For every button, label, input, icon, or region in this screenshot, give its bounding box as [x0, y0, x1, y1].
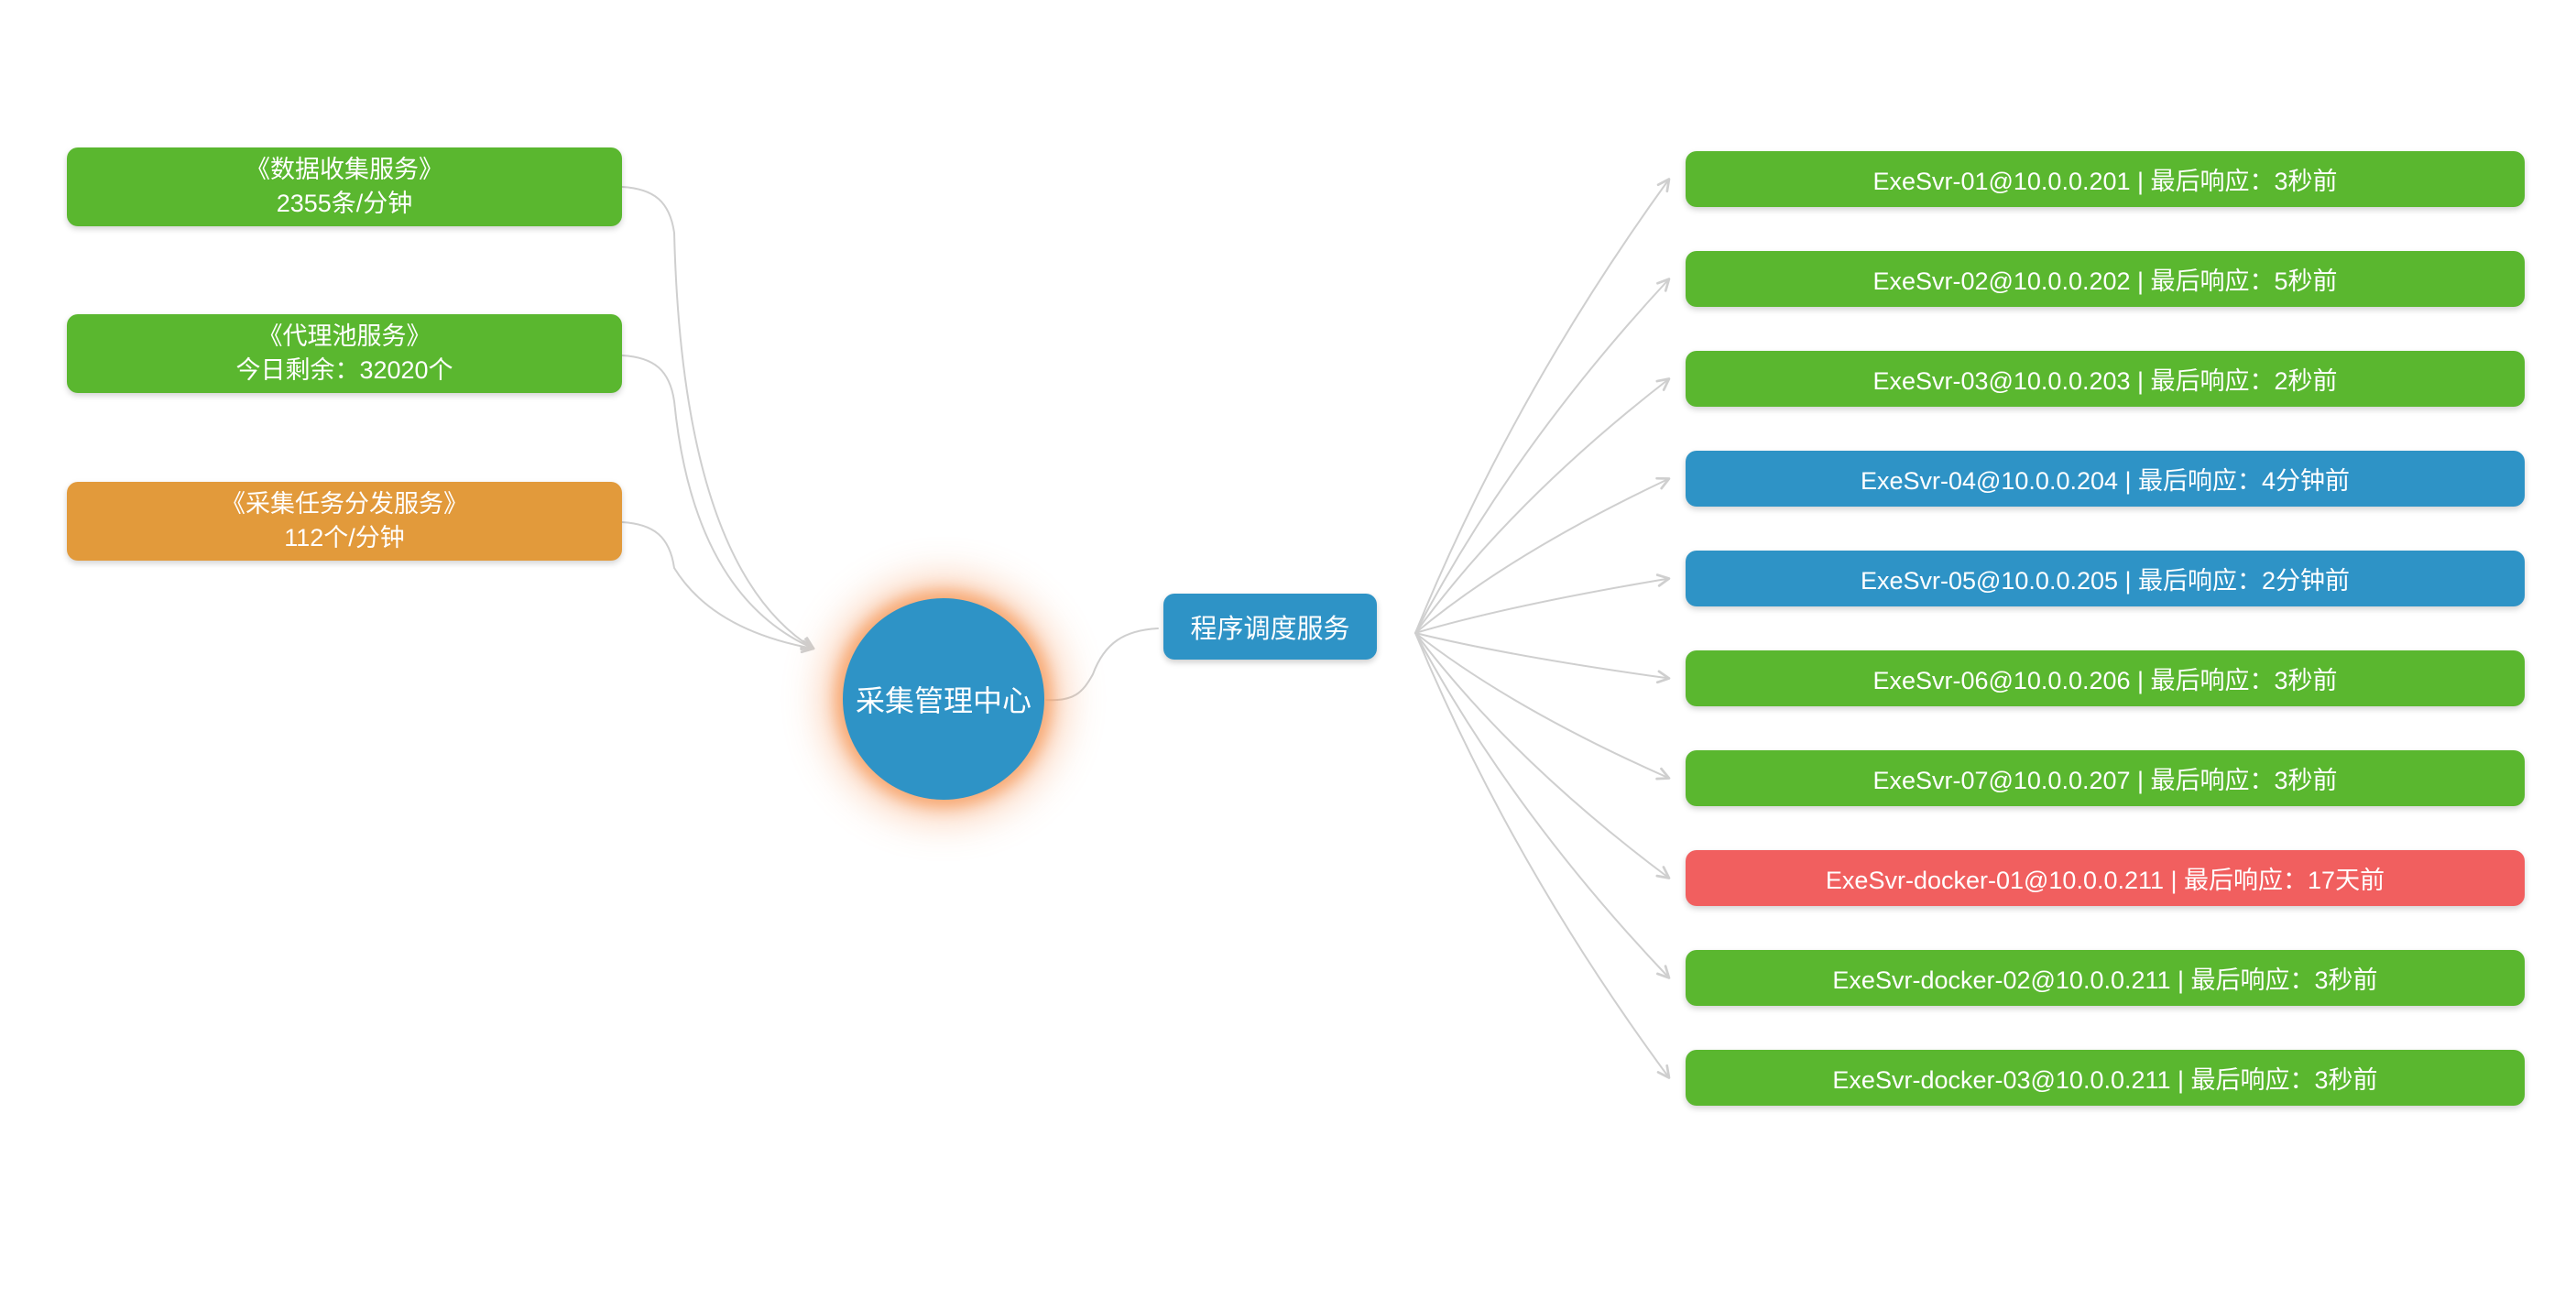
connector-edge — [1414, 278, 1671, 634]
scheduler-node-label: 程序调度服务 — [1190, 615, 1350, 644]
service-detail: 今日剩余：32020个 — [235, 356, 453, 384]
service-detail: 2355条/分钟 — [276, 190, 413, 217]
service-title: 《采集任务分发服务》 — [221, 490, 468, 518]
center-node[interactable]: 采集管理中心 — [843, 598, 1044, 800]
server-node-label: ExeSvr-06@10.0.0.206 | 最后响应：3秒前 — [1872, 667, 2338, 694]
server-node[interactable]: ExeSvr-03@10.0.0.203 | 最后响应：2秒前 — [1686, 351, 2525, 407]
connector-edge — [1414, 573, 1671, 634]
connector-edge — [1414, 632, 1671, 1079]
server-node-label: ExeSvr-04@10.0.0.204 | 最后响应：4分钟前 — [1860, 467, 2351, 495]
server-node[interactable]: ExeSvr-docker-02@10.0.0.211 | 最后响应：3秒前 — [1686, 950, 2525, 1006]
server-node[interactable]: ExeSvr-01@10.0.0.201 | 最后响应：3秒前 — [1686, 151, 2525, 207]
server-node-label: ExeSvr-01@10.0.0.201 | 最后响应：3秒前 — [1872, 168, 2338, 195]
server-node[interactable]: ExeSvr-docker-01@10.0.0.211 | 最后响应：17天前 — [1686, 850, 2525, 906]
left-service-node[interactable]: 《数据收集服务》 2355条/分钟 — [67, 147, 622, 226]
connector-edge — [621, 521, 815, 654]
connector-edge — [621, 355, 815, 650]
connector-edge — [1414, 178, 1671, 634]
server-node[interactable]: ExeSvr-06@10.0.0.206 | 最后响应：3秒前 — [1686, 650, 2525, 706]
server-node[interactable]: ExeSvr-02@10.0.0.202 | 最后响应：5秒前 — [1686, 251, 2525, 307]
connector-edge — [1414, 632, 1671, 684]
server-node[interactable]: ExeSvr-05@10.0.0.205 | 最后响应：2分钟前 — [1686, 551, 2525, 606]
server-node-label: ExeSvr-07@10.0.0.207 | 最后响应：3秒前 — [1872, 767, 2338, 794]
server-node[interactable]: ExeSvr-04@10.0.0.204 | 最后响应：4分钟前 — [1686, 451, 2525, 507]
server-node-label: ExeSvr-docker-03@10.0.0.211 | 最后响应：3秒前 — [1832, 1066, 2378, 1094]
connector-edge — [1414, 377, 1671, 634]
center-node-label: 采集管理中心 — [855, 684, 1031, 717]
connector-edge — [1414, 476, 1671, 634]
server-node-label: ExeSvr-docker-02@10.0.0.211 | 最后响应：3秒前 — [1832, 966, 2378, 994]
left-service-node[interactable]: 《代理池服务》今日剩余：32020个 — [67, 314, 622, 393]
connector-edge — [1414, 632, 1671, 979]
server-node-label: ExeSvr-03@10.0.0.203 | 最后响应：2秒前 — [1872, 367, 2338, 395]
scheduler-node[interactable]: 程序调度服务 — [1163, 594, 1377, 660]
service-detail: 112个/分钟 — [284, 524, 405, 551]
service-title: 《代理池服务》 — [257, 322, 431, 350]
server-node-label: ExeSvr-02@10.0.0.202 | 最后响应：5秒前 — [1872, 267, 2338, 295]
server-node-label: ExeSvr-05@10.0.0.205 | 最后响应：2分钟前 — [1860, 567, 2351, 595]
left-service-node[interactable]: 《采集任务分发服务》 112个/分钟 — [67, 482, 622, 561]
connector-edge — [1414, 632, 1671, 781]
connector-edge — [1414, 632, 1671, 879]
connector-edge — [621, 186, 815, 650]
server-node[interactable]: ExeSvr-docker-03@10.0.0.211 | 最后响应：3秒前 — [1686, 1050, 2525, 1106]
service-title: 《数据收集服务》 — [246, 156, 443, 183]
server-node-label: ExeSvr-docker-01@10.0.0.211 | 最后响应：17天前 — [1825, 867, 2385, 894]
server-node[interactable]: ExeSvr-07@10.0.0.207 | 最后响应：3秒前 — [1686, 750, 2525, 806]
connector-edge — [1045, 628, 1159, 702]
